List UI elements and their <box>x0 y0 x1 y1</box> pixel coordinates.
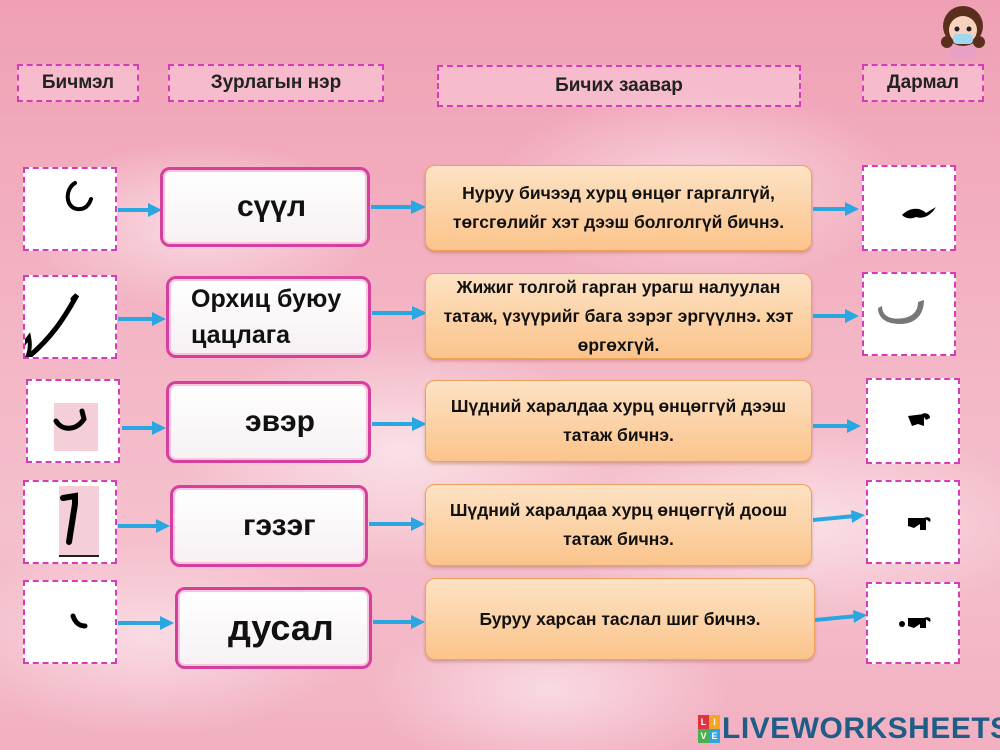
instruction-box-3: Шүдний харалдаа хурц өнцөггүй дээш татаж… <box>425 380 812 462</box>
arrow-icon <box>369 516 425 532</box>
logo-text: LIVEWORKSHEETS <box>722 712 1000 745</box>
name-label-1: сүүл <box>237 190 307 223</box>
instruction-text-5: Буруу харсан таслал шиг бичнэ. <box>479 608 761 629</box>
instruction-box-2: Жижиг толгой гарган урагш налуулан татаж… <box>425 273 812 359</box>
orkhits-print-icon <box>878 300 924 324</box>
name-label-2: Орхиц буюу цацлага <box>191 285 342 349</box>
bichmel-box-3[interactable] <box>26 379 120 463</box>
name-label-3: эвэр <box>245 405 315 438</box>
darmal-box-2[interactable] <box>862 272 956 356</box>
header-zurlagyn-ner: Зурлагын нэр <box>168 64 384 102</box>
arrow-icon <box>118 202 162 218</box>
name-box-1[interactable]: сүүл <box>160 167 370 247</box>
arrow-icon <box>118 518 170 534</box>
arrow-icon <box>122 420 166 436</box>
logo-badge-letter: E <box>709 729 720 743</box>
instruction-text-3: Шүдний харалдаа хурц өнцөггүй дээш татаж… <box>450 396 787 445</box>
header-zurlagyn-ner-label: Зурлагын нэр <box>210 72 342 93</box>
arrow-icon <box>813 308 859 324</box>
instruction-box-5: Буруу харсан таслал шиг бичнэ. <box>425 578 815 660</box>
header-darmal: Дармал <box>862 64 984 102</box>
name-box-2[interactable]: Орхиц буюу цацлага <box>166 276 371 358</box>
name-box-5[interactable]: дусал <box>175 587 372 669</box>
header-darmal-label: Дармал <box>887 72 959 93</box>
ever-glyph-icon <box>53 403 98 451</box>
name-label-5: дусал <box>228 607 334 648</box>
dusal-print-icon <box>899 617 931 628</box>
bichmel-box-5[interactable] <box>23 580 117 664</box>
header-bichmel-label: Бичмэл <box>41 72 115 93</box>
name-box-4[interactable]: гэзэг <box>170 485 368 567</box>
liveworksheets-logo: L I V E LIVEWORKSHEETS <box>698 712 1000 746</box>
dusal-glyph-icon <box>70 613 88 629</box>
instruction-box-4: Шүдний харалдаа хурц өнцөггүй доош татаж… <box>425 484 812 566</box>
logo-badge-letter: L <box>698 715 709 729</box>
instruction-text-2: Жижиг толгой гарган урагш налуулан татаж… <box>443 276 794 355</box>
arrow-icon <box>118 311 166 327</box>
orkhits-glyph-icon <box>25 293 80 357</box>
darmal-box-5[interactable] <box>866 582 960 664</box>
avatar <box>935 2 991 62</box>
gezeg-print-icon <box>908 517 931 530</box>
name-box-3[interactable]: эвэр <box>166 381 371 463</box>
name-label-4: гэзэг <box>243 509 316 542</box>
bichmel-box-4[interactable] <box>23 480 117 564</box>
logo-badge-letter: V <box>698 729 709 743</box>
arrow-icon <box>373 614 425 630</box>
bichmel-box-2[interactable] <box>23 275 117 359</box>
gezeg-glyph-icon <box>59 486 99 557</box>
arrow-icon <box>813 418 861 434</box>
arrow-icon <box>118 615 174 631</box>
header-bichmel: Бичмэл <box>17 64 139 102</box>
sool-print-icon <box>902 207 936 219</box>
header-bichikh-zaavar-label: Бичих заавар <box>555 75 683 96</box>
bichmel-box-1[interactable] <box>23 167 117 251</box>
darmal-box-3[interactable] <box>866 378 960 464</box>
arrow-icon <box>372 416 427 432</box>
ever-print-icon <box>908 413 930 426</box>
instruction-box-1: Нуруу бичээд хурц өнцөг гаргалгүй, төгсг… <box>425 165 812 251</box>
instruction-text-1: Нуруу бичээд хурц өнцөг гаргалгүй, төгсг… <box>452 183 785 232</box>
logo-badge-icon: L I V E <box>698 715 720 743</box>
logo-badge-letter: I <box>709 715 720 729</box>
instruction-text-4: Шүдний харалдаа хурц өнцөггүй доош татаж… <box>449 500 788 549</box>
sool-glyph-icon <box>65 181 93 212</box>
darmal-box-4[interactable] <box>866 480 960 564</box>
arrow-icon <box>813 510 865 526</box>
arrow-icon <box>815 610 867 626</box>
arrow-icon <box>813 201 859 217</box>
arrow-icon <box>371 199 426 215</box>
header-bichikh-zaavar: Бичих заавар <box>437 65 801 107</box>
arrow-icon <box>372 305 427 321</box>
darmal-box-1[interactable] <box>862 165 956 251</box>
